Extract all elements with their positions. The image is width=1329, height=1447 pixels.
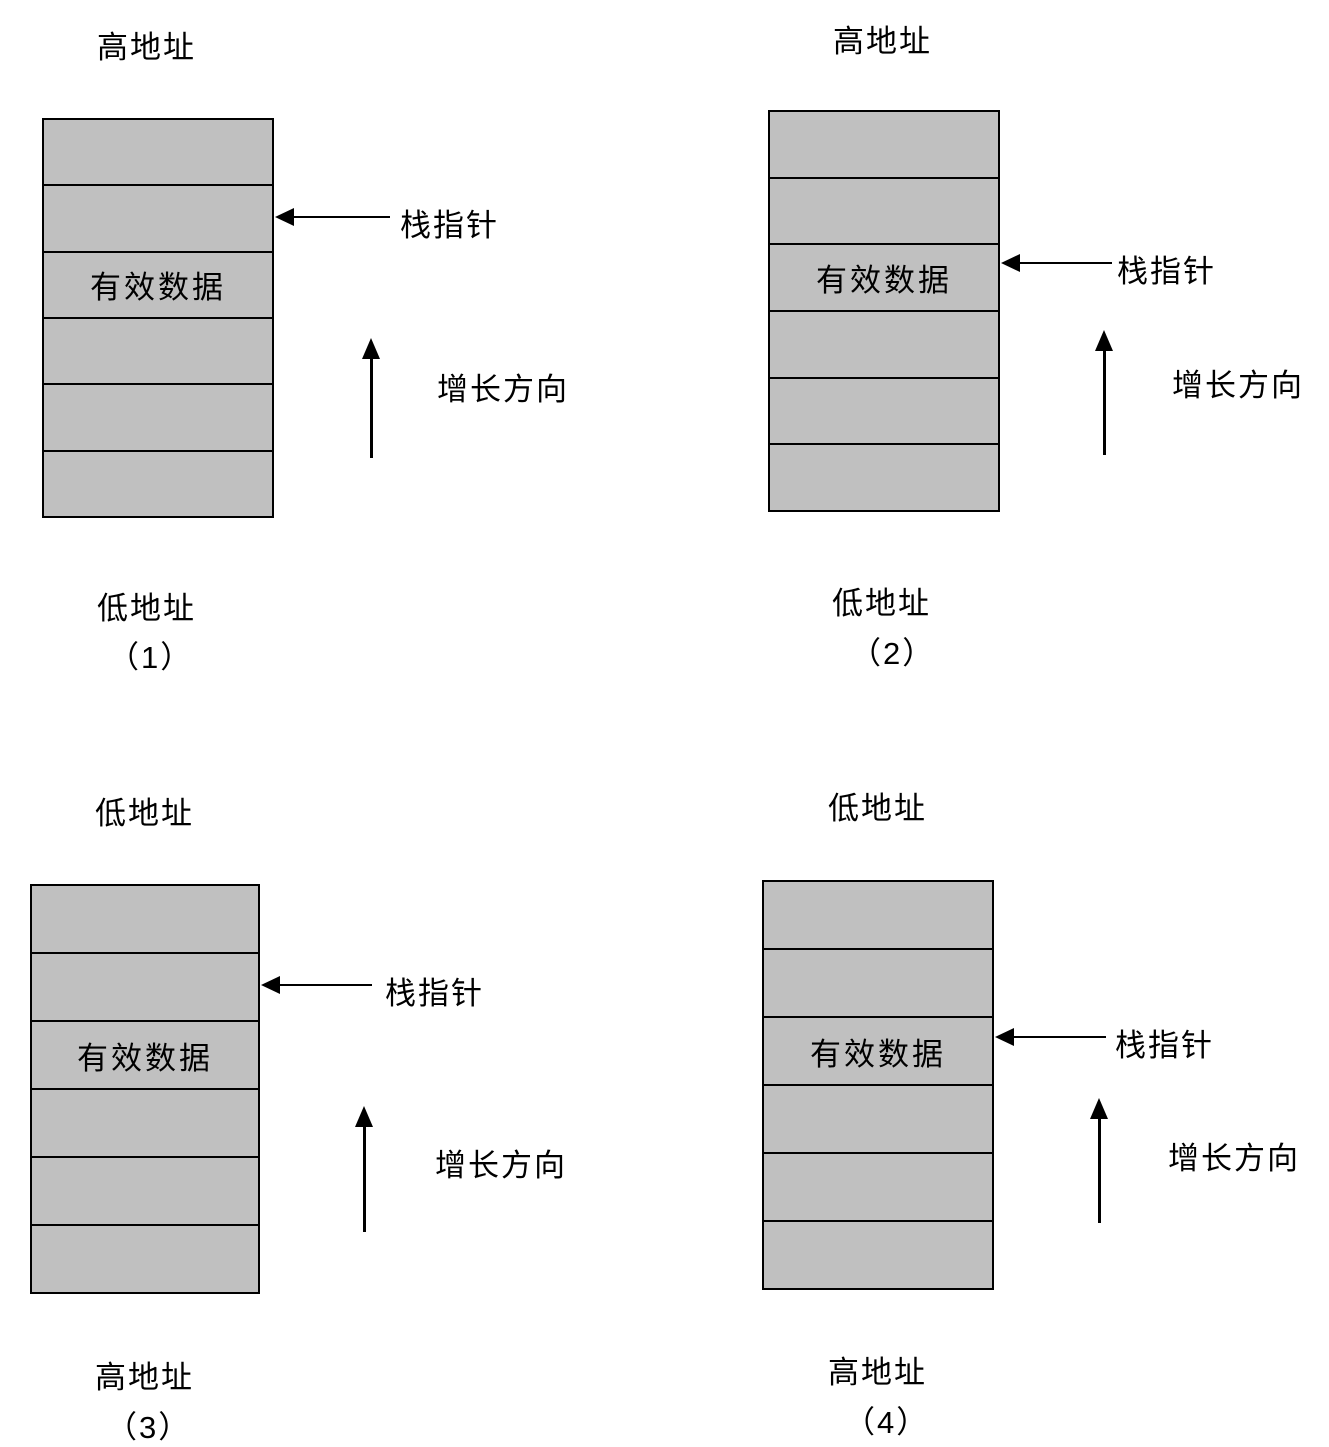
stack-cell — [32, 1090, 258, 1158]
stack-cell — [770, 178, 998, 246]
panel-number-label: （1） — [108, 640, 194, 675]
stack-diagram: 有效数据 — [30, 884, 260, 1294]
stack-cell — [764, 1222, 992, 1288]
stack-cell — [44, 186, 272, 253]
growth-direction-arrow-icon — [1095, 330, 1113, 455]
stack-cell — [764, 1086, 992, 1154]
stack-cell — [764, 882, 992, 950]
bottom-address-label: 高地址 — [95, 1360, 194, 1395]
growth-direction-arrow-icon — [355, 1106, 373, 1232]
stack-cell-valid-data: 有效数据 — [32, 1022, 258, 1090]
bottom-address-label: 高地址 — [828, 1355, 927, 1390]
stack-pointer-label: 栈指针 — [1115, 1028, 1214, 1063]
stack-pointer-label: 栈指针 — [1117, 254, 1216, 289]
stack-diagram: 有效数据 — [762, 880, 994, 1290]
growth-direction-label: 增长方向 — [1168, 1141, 1300, 1176]
stack-cell — [770, 445, 998, 511]
stack-cell — [764, 1154, 992, 1222]
top-address-label: 低地址 — [95, 796, 194, 831]
growth-direction-label: 增长方向 — [435, 1148, 567, 1183]
top-address-label: 高地址 — [833, 24, 932, 59]
valid-data-label: 有效数据 — [816, 263, 952, 299]
stack-cell — [764, 950, 992, 1018]
stack-pointer-arrow-icon — [1001, 254, 1112, 272]
valid-data-label: 有效数据 — [810, 1036, 946, 1072]
valid-data-label: 有效数据 — [90, 270, 226, 306]
stack-cell — [32, 886, 258, 954]
panel-number-label: （2） — [850, 636, 936, 671]
panel-number-label: （4） — [844, 1405, 930, 1440]
stack-cell — [770, 312, 998, 379]
stack-cell — [770, 378, 998, 446]
stack-cell — [44, 120, 272, 187]
stack-cell-valid-data: 有效数据 — [764, 1018, 992, 1086]
bottom-address-label: 低地址 — [97, 591, 196, 626]
stack-cell — [32, 1226, 258, 1292]
stack-cell — [770, 112, 998, 179]
stack-diagram: 有效数据 — [42, 118, 274, 518]
stack-cell-valid-data: 有效数据 — [770, 245, 998, 313]
valid-data-label: 有效数据 — [77, 1040, 213, 1076]
growth-direction-arrow-icon — [1090, 1098, 1108, 1223]
growth-direction-label: 增长方向 — [1172, 368, 1304, 403]
stack-pointer-label: 栈指针 — [385, 976, 484, 1011]
stack-cell — [32, 954, 258, 1022]
top-address-label: 高地址 — [97, 30, 196, 65]
stack-cell — [44, 385, 272, 452]
panel-number-label: （3） — [106, 1410, 192, 1445]
stack-cell — [44, 451, 272, 516]
growth-direction-arrow-icon — [362, 338, 380, 458]
growth-direction-label: 增长方向 — [437, 372, 569, 407]
stack-cell — [44, 318, 272, 386]
stack-diagram: 有效数据 — [768, 110, 1000, 512]
stack-cell-valid-data: 有效数据 — [44, 252, 272, 319]
stack-pointer-arrow-icon — [995, 1028, 1106, 1046]
bottom-address-label: 低地址 — [832, 586, 931, 621]
stack-pointer-label: 栈指针 — [400, 208, 499, 243]
stack-pointer-arrow-icon — [275, 208, 390, 226]
stack-cell — [32, 1158, 258, 1226]
stack-pointer-arrow-icon — [261, 976, 372, 994]
top-address-label: 低地址 — [828, 791, 927, 826]
